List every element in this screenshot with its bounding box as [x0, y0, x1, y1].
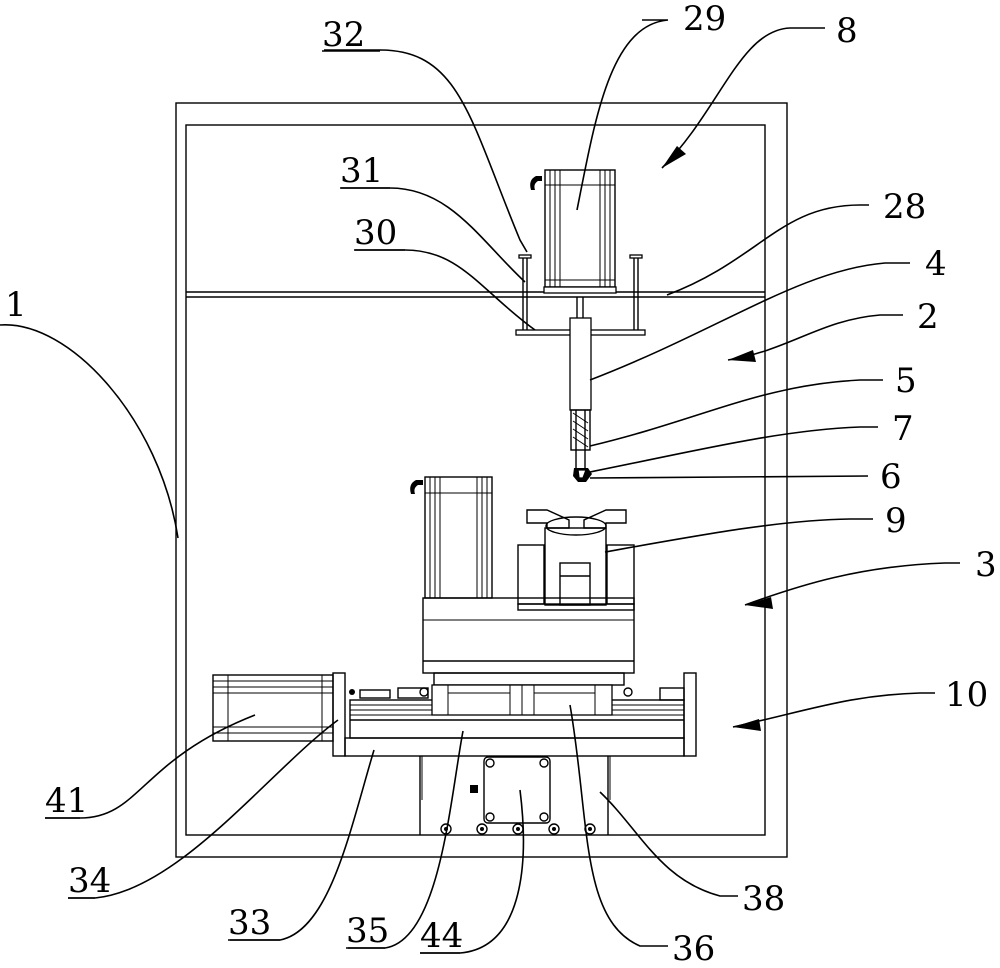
label-32: 32: [322, 15, 365, 55]
label-28: 28: [883, 187, 926, 227]
label-36: 36: [672, 929, 715, 968]
leader-35: [348, 730, 464, 949]
frame-inner: [185, 124, 766, 836]
leader-38: [599, 791, 738, 897]
linear-stage: [212, 672, 697, 835]
leader-7: [589, 426, 878, 473]
label-5: 5: [895, 361, 917, 401]
label-4: 4: [925, 244, 947, 284]
leader-3: [744, 562, 960, 606]
leader-4: [589, 262, 910, 381]
label-underlines: [45, 50, 460, 954]
leader-lines: [0, 19, 960, 954]
leader-41: [45, 714, 256, 819]
leader-10: [732, 692, 935, 728]
label-35: 35: [346, 911, 389, 951]
label-6: 6: [880, 457, 902, 497]
leader-29: [576, 19, 669, 211]
label-3: 3: [975, 545, 997, 585]
leader-33: [230, 749, 375, 941]
arrow-10: [733, 719, 761, 731]
label-7: 7: [892, 409, 914, 449]
leader-34: [68, 719, 339, 899]
label-34: 34: [68, 861, 111, 901]
arrow-2: [728, 350, 756, 362]
label-8: 8: [836, 11, 858, 51]
leader-36: [569, 704, 668, 947]
arrow-8: [662, 146, 686, 168]
spindle: [569, 317, 592, 482]
label-10: 10: [945, 675, 988, 715]
label-38: 38: [742, 879, 785, 919]
arrow-3: [745, 597, 773, 609]
reference-labels: 32 29 8 31 30 28 4 2 5 7 6 9 3 10 1 41 3…: [5, 0, 997, 968]
leader-2: [727, 314, 903, 361]
leader-9: [604, 518, 873, 553]
label-31: 31: [340, 151, 383, 191]
connector-icon: [410, 480, 423, 494]
label-9: 9: [885, 501, 907, 541]
leader-44: [420, 789, 525, 954]
label-44: 44: [420, 916, 463, 956]
upper-motor: [530, 169, 617, 294]
leader-6: [589, 475, 869, 479]
label-29: 29: [683, 0, 726, 39]
frame: [175, 102, 788, 858]
fixture-assembly: [410, 476, 635, 686]
label-30: 30: [354, 213, 397, 253]
frame-outer: [175, 102, 788, 858]
label-2: 2: [917, 297, 939, 337]
leader-8: [661, 27, 825, 169]
label-1: 1: [5, 285, 27, 325]
leader-30: [355, 249, 536, 331]
leader-32: [324, 49, 528, 253]
leader-5: [589, 379, 883, 447]
leader-31: [341, 187, 526, 283]
leader-1: [0, 324, 179, 539]
leader-28: [666, 204, 869, 296]
label-33: 33: [228, 903, 271, 943]
connector-icon: [530, 176, 542, 190]
label-41: 41: [45, 781, 88, 821]
